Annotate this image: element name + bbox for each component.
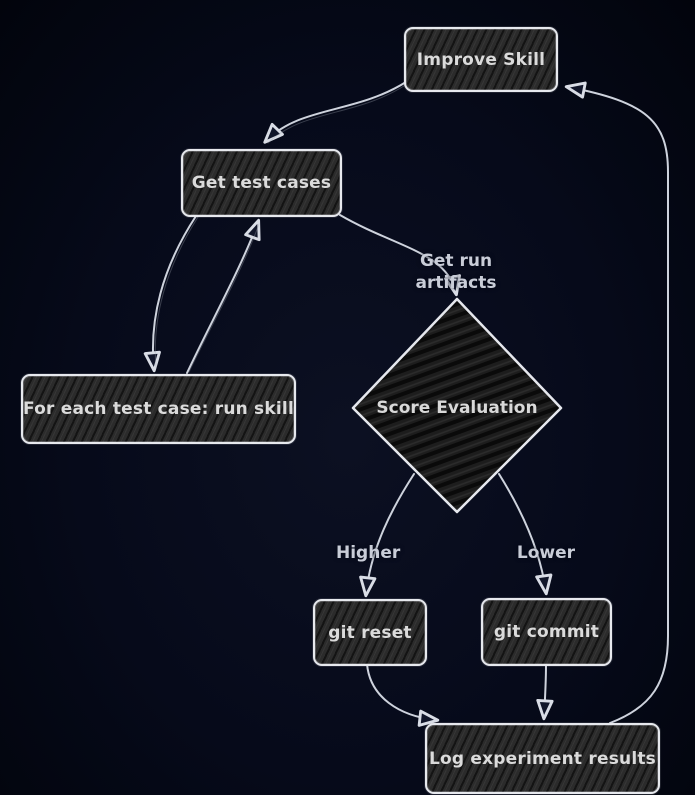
edge-foreach-to-gettests: [186, 218, 261, 374]
node-improve-skill: Improve Skill: [404, 27, 558, 92]
edge-label-get-run-artifacts: Get run artifacts: [415, 251, 497, 293]
node-git-reset: git reset: [313, 599, 427, 666]
node-score-evaluation-label: Score Evaluation: [376, 398, 538, 418]
edge-foreach-to-gettests-sketch: [188, 223, 260, 373]
node-git-commit: git commit: [481, 598, 612, 666]
edge-improve-to-gettests-sketch: [267, 83, 408, 144]
node-git-reset-label: git reset: [328, 622, 412, 643]
edge-score-to-gitcommit: [498, 473, 553, 596]
edge-gettests-to-foreach: [143, 215, 197, 373]
node-get-test-cases-label: Get test cases: [191, 173, 332, 193]
node-git-commit-label: git commit: [493, 622, 600, 642]
score-evaluation-diamond: [351, 297, 563, 514]
node-get-test-cases: Get test cases: [181, 149, 342, 217]
node-log-experiment-results: Log experiment results: [425, 723, 660, 794]
node-improve-skill-label: Improve Skill: [416, 49, 546, 70]
node-for-each-test-case-label: For each test case: run skill: [23, 399, 294, 419]
edge-gettests-to-foreach-sketch: [154, 216, 199, 368]
edge-log-to-improve: [564, 81, 669, 724]
edge-label-higher: Higher: [336, 543, 401, 563]
node-log-experiment-results-label: Log experiment results: [428, 748, 656, 769]
edge-gettests-to-score: [339, 214, 461, 297]
edge-gitcommit-to-log: [536, 663, 554, 721]
edge-gitreset-to-log: [366, 663, 440, 727]
edge-improve-to-gettests: [263, 81, 407, 144]
edge-label-lower: Lower: [516, 543, 576, 563]
node-for-each-test-case: For each test case: run skill: [21, 374, 296, 444]
edge-score-to-gitreset: [359, 473, 415, 598]
